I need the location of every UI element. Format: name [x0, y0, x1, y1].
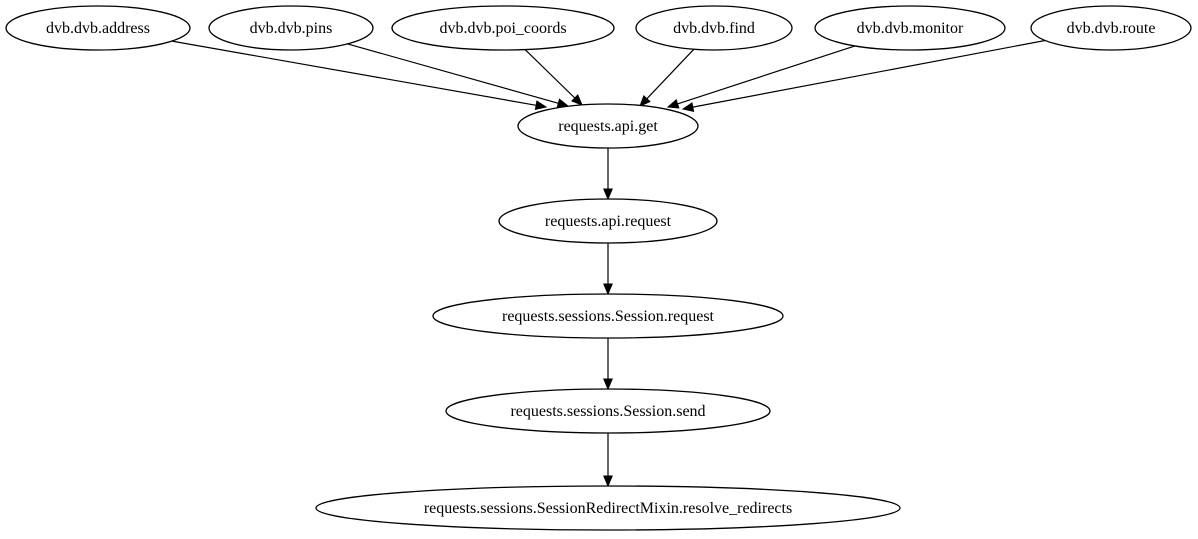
node-label: dvb.dvb.poi_coords	[439, 20, 566, 37]
edge-pins-to-api_get	[347, 43, 570, 108]
node-label: dvb.dvb.route	[1067, 20, 1156, 37]
node-label: requests.sessions.Session.send	[510, 403, 705, 420]
node-label: requests.api.get	[558, 118, 658, 135]
arrowhead-icon	[603, 188, 613, 201]
node-requests-api-get[interactable]: requests.api.get	[517, 103, 699, 149]
arrowhead-icon	[603, 283, 613, 296]
edge-line	[524, 49, 576, 99]
node-label: requests.sessions.Session.request	[502, 308, 715, 325]
node-label: dvb.dvb.find	[673, 20, 755, 37]
node-dvb-find[interactable]: dvb.dvb.find	[635, 5, 793, 51]
node-dvb-poi-coords[interactable]: dvb.dvb.poi_coords	[391, 5, 615, 51]
edge-poi_coords-to-api_get	[524, 49, 583, 106]
node-label: requests.api.request	[545, 213, 672, 230]
edge-line	[171, 40, 537, 106]
node-session-request[interactable]: requests.sessions.Session.request	[432, 293, 784, 339]
node-dvb-route[interactable]: dvb.dvb.route	[1030, 5, 1192, 51]
arrowhead-icon	[603, 378, 613, 391]
node-resolve-redirects[interactable]: requests.sessions.SessionRedirectMixin.r…	[315, 485, 901, 531]
edge-api_request-to-session_request	[603, 243, 613, 296]
nodes-layer: dvb.dvb.address dvb.dvb.pins dvb.dvb.poi…	[5, 5, 1192, 531]
edge-find-to-api_get	[639, 48, 695, 107]
node-label: dvb.dvb.pins	[250, 20, 333, 37]
edge-line	[677, 45, 856, 105]
edge-line	[347, 43, 559, 104]
edge-line	[646, 48, 695, 100]
node-dvb-address[interactable]: dvb.dvb.address	[5, 5, 191, 51]
edge-address-to-api_get	[171, 40, 548, 111]
node-dvb-pins[interactable]: dvb.dvb.pins	[208, 5, 374, 51]
node-dvb-monitor[interactable]: dvb.dvb.monitor	[814, 5, 1006, 51]
node-session-send[interactable]: requests.sessions.Session.send	[445, 388, 771, 434]
node-label: dvb.dvb.monitor	[857, 20, 964, 37]
arrowhead-icon	[571, 94, 583, 106]
arrowhead-icon	[666, 99, 680, 109]
arrowhead-icon	[534, 100, 548, 111]
arrowhead-icon	[603, 475, 613, 488]
node-label: requests.sessions.SessionRedirectMixin.r…	[424, 500, 792, 517]
edge-line	[692, 39, 1046, 108]
edge-monitor-to-api_get	[666, 45, 856, 109]
node-requests-api-request[interactable]: requests.api.request	[498, 198, 718, 244]
edge-session_request-to-session_send	[603, 338, 613, 391]
edge-api_get-to-api_request	[603, 148, 613, 201]
edge-route-to-api_get	[681, 39, 1046, 112]
edges-layer	[171, 39, 1046, 488]
arrowhead-icon	[639, 95, 651, 107]
edge-session_send-to-resolve_redirects	[603, 433, 613, 488]
arrowhead-icon	[681, 102, 695, 112]
node-label: dvb.dvb.address	[46, 20, 150, 37]
